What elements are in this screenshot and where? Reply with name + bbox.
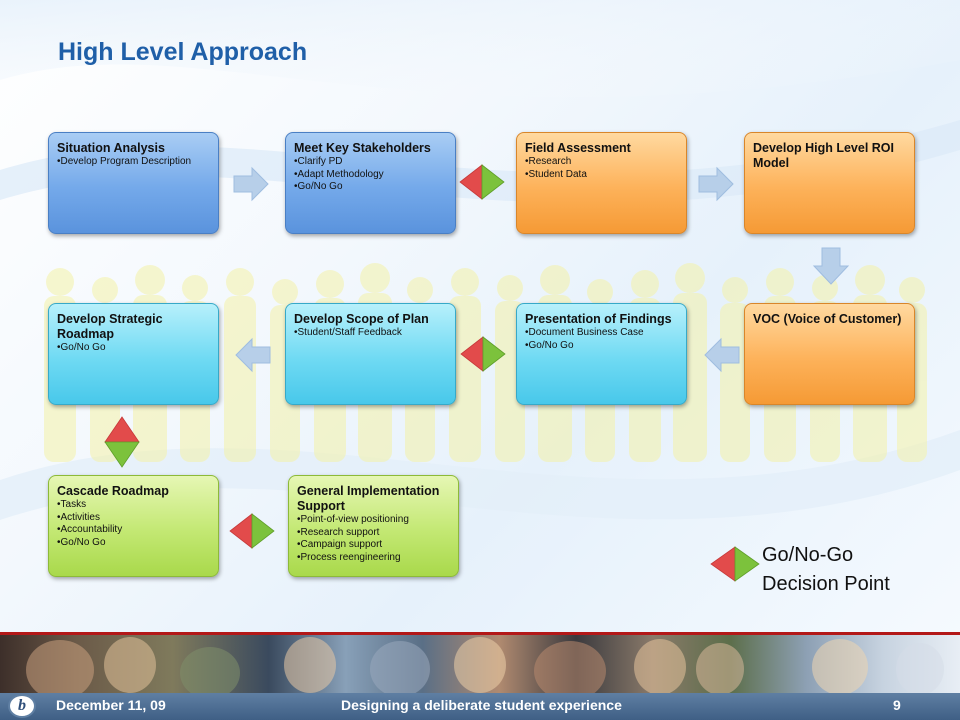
box-item: •Process reengineering (297, 551, 401, 563)
box-meet-key-stakeholders: Meet Key Stakeholders •Clarify PD •Adapt… (285, 132, 456, 234)
box-title: Develop High Level ROI Model (753, 141, 895, 170)
footer-date: December 11, 09 (56, 697, 166, 713)
footer-photo-faces (26, 637, 944, 693)
box-item: •Accountability (57, 524, 123, 535)
box-item: •Activities (57, 511, 100, 523)
go-no-go-diamond-icon (459, 164, 505, 200)
box-item: •Document Business Case (525, 327, 644, 338)
legend-line-1: Go/No-Go (762, 544, 854, 566)
box-title: Presentation of Findings (525, 312, 672, 326)
page-number: 9 (893, 697, 901, 713)
legend-diamond-icon (710, 546, 760, 582)
arrow-left-icon (704, 337, 740, 373)
box-develop-roi-model: Develop High Level ROI Model (744, 132, 915, 234)
box-item: •Go/No Go (57, 536, 106, 548)
brand-logo: b (8, 694, 36, 718)
box-title: Meet Key Stakeholders (294, 141, 431, 155)
go-no-go-diamond-icon (229, 513, 275, 549)
box-item: •Go/No Go (525, 339, 574, 351)
footer-subtitle: Designing a deliberate student experienc… (341, 697, 622, 713)
box-situation-analysis: Situation Analysis •Develop Program Desc… (48, 132, 219, 234)
box-develop-scope-of-plan: Develop Scope of Plan •Student/Staff Fee… (285, 303, 456, 405)
box-develop-strategic-roadmap: Develop Strategic Roadmap •Go/No Go (48, 303, 219, 405)
slide-title: High Level Approach (58, 38, 308, 66)
arrow-right-icon (698, 166, 734, 202)
go-no-go-diamond-icon (104, 416, 140, 468)
box-item: •Tasks (57, 499, 87, 510)
box-title: Cascade Roadmap (57, 484, 169, 498)
box-item: •Adapt Methodology (294, 168, 384, 180)
box-presentation-of-findings: Presentation of Findings •Document Busin… (516, 303, 687, 405)
box-title: Field Assessment (525, 141, 631, 155)
legend-label: Go/No-Go Decision Point (762, 541, 890, 599)
box-title: VOC (Voice of Customer) (753, 312, 902, 326)
box-item: •Research (525, 156, 572, 167)
arrow-right-icon (233, 166, 269, 202)
footer-bar: December 11, 09 Designing a deliberate s… (0, 693, 960, 720)
legend-line-2: Decision Point (762, 573, 890, 595)
arrow-down-icon (812, 247, 850, 285)
box-item: •Point-of-view positioning (297, 514, 409, 525)
box-title: Situation Analysis (57, 141, 165, 155)
box-item: •Develop Program Description (57, 156, 192, 167)
box-item: •Go/No Go (294, 181, 343, 192)
box-title: General Implementation Support (297, 484, 440, 513)
box-item: •Go/No Go (57, 342, 106, 353)
arrow-left-icon (235, 337, 271, 373)
box-item: •Clarify PD (294, 156, 343, 167)
box-item: •Student Data (525, 168, 587, 180)
box-general-implementation-support: General Implementation Support •Point-of… (288, 475, 459, 577)
box-cascade-roadmap: Cascade Roadmap •Tasks •Activities •Acco… (48, 475, 219, 577)
box-title: Develop Scope of Plan (294, 312, 429, 326)
box-field-assessment: Field Assessment •Research •Student Data (516, 132, 687, 234)
box-title: Develop Strategic Roadmap (57, 312, 163, 341)
box-item: •Research support (297, 526, 380, 538)
box-item: •Student/Staff Feedback (294, 327, 402, 338)
go-no-go-diamond-icon (460, 336, 506, 372)
box-item: •Campaign support (297, 539, 383, 550)
box-voc: VOC (Voice of Customer) (744, 303, 915, 405)
